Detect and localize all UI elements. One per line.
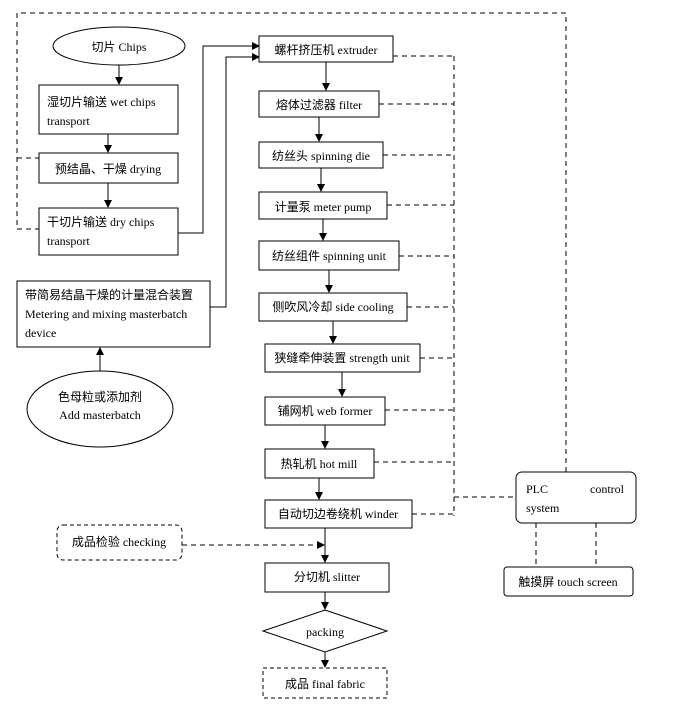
filter-label: 熔体过滤器 filter <box>276 97 362 112</box>
slitter-label: 分切机 slitter <box>294 570 360 584</box>
arrow-metering-to-extruder <box>210 53 260 308</box>
web-former-node: 铺网机 web former <box>264 396 386 426</box>
meter-pump-label: 计量泵 meter pump <box>275 200 372 214</box>
checking-label: 成品检验 checking <box>72 534 166 549</box>
side-cooling-node: 侧吹风冷却 side cooling <box>258 292 408 322</box>
web-former-label: 铺网机 web former <box>278 404 373 418</box>
wet-chips-transport-node: 湿切片输送 wet chips transport <box>38 84 179 135</box>
dry-chips-transport-node: 干切片输送 dry chips transport <box>38 207 179 256</box>
plc-control-node: PLC control system <box>515 471 637 524</box>
meter-pump-node: 计量泵 meter pump <box>258 191 388 220</box>
chips-node: 切片 Chips <box>52 26 186 66</box>
winder-label: 自动切边卷绕机 winder <box>278 506 398 521</box>
touch-screen-node: 触摸屏 touch screen <box>503 566 634 597</box>
touch-screen-label: 触摸屏 touch screen <box>518 575 617 589</box>
packing-label: packing <box>306 625 344 639</box>
strength-unit-node: 狭缝牵伸装置 strength unit <box>264 343 421 373</box>
strength-unit-label: 狭缝牵伸装置 strength unit <box>274 350 410 365</box>
spinning-die-label: 纺丝头 spinning die <box>272 149 370 163</box>
plc-label-2: control <box>590 482 625 496</box>
masterbatch-node: 色母粒或添加剂 Add masterbatch <box>26 370 174 448</box>
spinning-unit-label: 纺丝组件 spinning unit <box>272 249 387 263</box>
dry-transport-label-2: transport <box>47 234 90 248</box>
winder-node: 自动切边卷绕机 winder <box>264 499 413 529</box>
metering-label-1: 带简易结晶干燥的计量混合装置 <box>25 287 193 302</box>
spinning-unit-node: 纺丝组件 spinning unit <box>258 240 400 271</box>
checking-node: 成品检验 checking <box>56 524 183 561</box>
extruder-node: 螺杆挤压机 extruder <box>258 35 394 63</box>
plc-outer-loop <box>16 12 567 472</box>
metering-label-3: device <box>25 326 56 340</box>
metering-mixing-node: 带简易结晶干燥的计量混合装置 Metering and mixing maste… <box>16 280 211 348</box>
packing-node: packing <box>261 609 389 653</box>
masterbatch-label-2: Add masterbatch <box>59 408 141 422</box>
arrow-dry-to-extruder <box>178 42 260 234</box>
plc-label-3: system <box>526 501 560 515</box>
spinning-die-node: 纺丝头 spinning die <box>258 141 384 169</box>
masterbatch-label-1: 色母粒或添加剂 <box>58 389 142 404</box>
drying-node: 预结晶、干燥 drying <box>38 152 179 184</box>
wet-transport-label-1: 湿切片输送 wet chips <box>47 94 156 109</box>
filter-node: 熔体过滤器 filter <box>258 90 380 118</box>
plc-label-1: PLC <box>526 482 548 496</box>
hot-mill-label: 热轧机 hot mill <box>281 457 358 471</box>
final-fabric-label: 成品 final fabric <box>285 677 365 691</box>
hot-mill-node: 热轧机 hot mill <box>264 448 375 479</box>
drying-label: 预结晶、干燥 drying <box>55 162 161 176</box>
chips-label: 切片 Chips <box>91 40 146 54</box>
metering-label-2: Metering and mixing masterbatch <box>25 307 187 321</box>
extruder-label: 螺杆挤压机 extruder <box>275 42 378 57</box>
side-cooling-label: 侧吹风冷却 side cooling <box>272 300 393 314</box>
final-fabric-node: 成品 final fabric <box>262 667 388 699</box>
dry-transport-label-1: 干切片输送 dry chips <box>47 214 155 229</box>
slitter-node: 分切机 slitter <box>264 562 390 593</box>
wet-transport-label-2: transport <box>47 114 90 128</box>
